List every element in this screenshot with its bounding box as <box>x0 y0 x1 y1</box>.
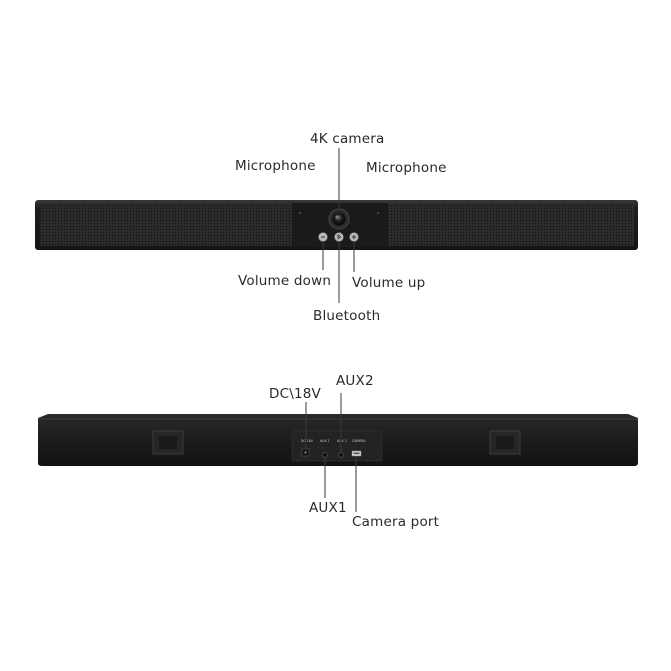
bluetooth-button-icon <box>334 232 344 242</box>
dc-power-port-icon <box>301 448 310 457</box>
left-mounting-bracket <box>152 430 184 455</box>
panel-dc-text: DC 18V <box>301 439 314 443</box>
volume-down-button-icon <box>318 232 328 242</box>
dc-power-label: DC\18V <box>269 386 321 402</box>
back-soundbar: DC 18V AUX 1 AUX 2 CAMERA <box>38 414 638 466</box>
aux2-port-icon <box>338 452 344 458</box>
volume-up-button-icon <box>349 232 359 242</box>
aux1-label: AUX1 <box>309 500 347 516</box>
volume-down-label: Volume down <box>238 273 332 289</box>
left-speaker-grille <box>40 204 292 246</box>
front-soundbar <box>35 200 638 250</box>
panel-camera-text: CAMERA <box>352 439 366 443</box>
aux1-port-icon <box>322 452 328 458</box>
volume-up-label: Volume up <box>352 275 426 291</box>
microphone-left-label: Microphone <box>235 158 316 174</box>
port-panel <box>291 430 383 462</box>
bluetooth-label: Bluetooth <box>313 308 381 324</box>
left-microphone-hole <box>299 212 301 214</box>
panel-aux2-text: AUX 2 <box>337 439 347 443</box>
camera-label: 4K camera <box>310 131 385 147</box>
right-mounting-bracket <box>489 430 521 455</box>
panel-aux1-text: AUX 1 <box>320 439 330 443</box>
camera-port-label: Camera port <box>352 514 440 530</box>
microphone-right-label: Microphone <box>366 160 447 176</box>
camera-lens-icon <box>328 208 350 230</box>
right-speaker-grille <box>388 204 634 246</box>
camera-usb-port-icon <box>351 450 362 457</box>
right-microphone-hole <box>377 212 379 214</box>
aux2-label: AUX2 <box>336 373 374 389</box>
